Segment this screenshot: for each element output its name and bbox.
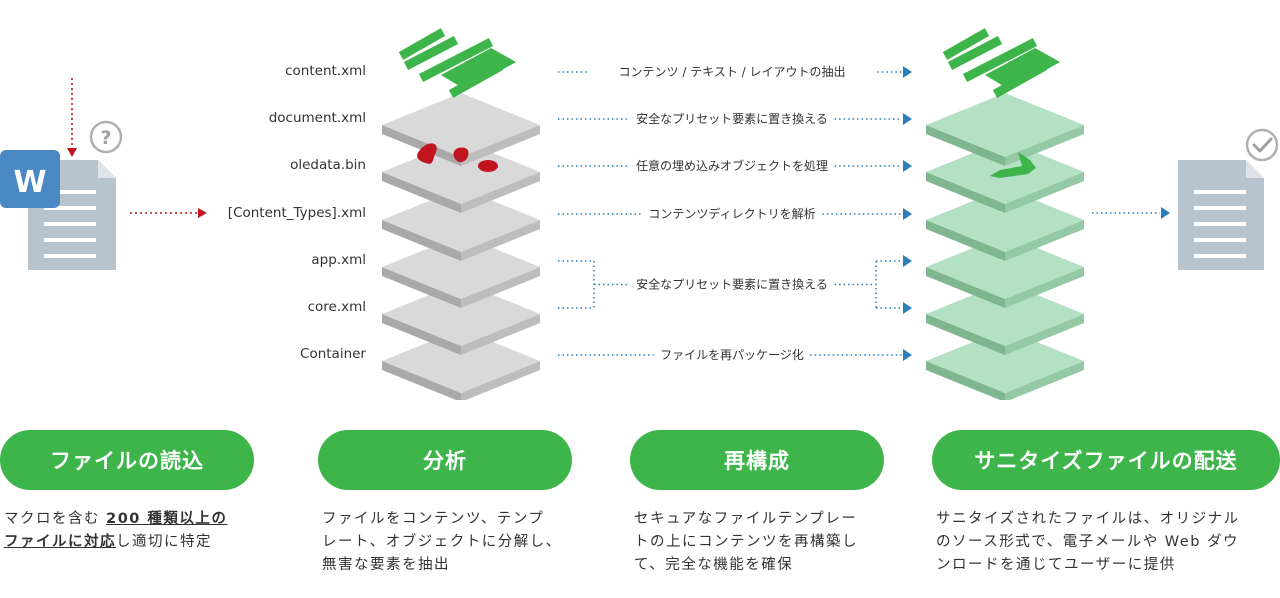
step-title-3: 再構成	[630, 430, 884, 490]
rebuilt-object-shape	[990, 152, 1036, 178]
step-description-3: セキュアなファイルテンプレートの上にコンテンツを再構築して、完全な機能を確保	[634, 511, 858, 573]
action-label: ファイルを再パッケージ化	[660, 348, 804, 362]
layer-label: document.xml	[269, 110, 366, 126]
layer-label: core.xml	[308, 299, 366, 315]
action-label: コンテンツ / テキスト / レイアウトの抽出	[619, 65, 846, 79]
action-arrows: コンテンツ / テキスト / レイアウトの抽出安全なプリセット要素に置き換える任…	[558, 65, 912, 362]
action-row: コンテンツ / テキスト / レイアウトの抽出	[558, 65, 912, 79]
layer-label: Container	[300, 346, 366, 362]
content-stripes	[398, 28, 516, 98]
step-title-1: ファイルの読込	[0, 430, 254, 490]
layer-label: content.xml	[285, 63, 366, 79]
step-description-1: マクロを含む 200 種類以上のファイルに対応し適切に特定	[4, 511, 228, 550]
layer-label: [Content_Types].xml	[228, 205, 366, 221]
grey-layer	[382, 188, 540, 261]
grey-layer	[382, 93, 540, 166]
sanitized-document-icon	[1178, 160, 1264, 270]
svg-text:W: W	[13, 165, 46, 200]
layer-label: oledata.bin	[290, 157, 366, 173]
step-description-4: サニタイズされたファイルは、オリジナルのソース形式で、電子メールや Web ダウ…	[936, 511, 1240, 573]
grey-layer	[382, 282, 540, 355]
green-layer	[926, 329, 1084, 400]
cdr-process-diagram: W? content.xml document.xml oledata.bin [Con…	[0, 28, 1279, 400]
question-icon: ?	[89, 120, 123, 154]
action-label: 任意の埋め込みオブジェクトを処理	[636, 158, 828, 173]
input-arrow-right	[130, 208, 207, 218]
action-label: 安全なプリセット要素に置き換える	[636, 111, 828, 126]
step-description-2: ファイルをコンテンツ、テンプレート、オブジェクトに分解し、無害な要素を抽出	[322, 511, 562, 573]
step-title-2: 分析	[318, 430, 572, 490]
action-row: ファイルを再パッケージ化	[558, 348, 912, 362]
analysis-layer-stack	[382, 28, 540, 400]
ole-object-blobs	[417, 143, 498, 172]
green-layer	[926, 188, 1084, 261]
layer-label: app.xml	[311, 252, 366, 268]
grey-layer	[382, 140, 540, 213]
svg-text:?: ?	[100, 127, 111, 149]
word-icon: W	[0, 150, 60, 208]
green-layer	[926, 235, 1084, 308]
action-row: コンテンツディレクトリを解析	[558, 206, 912, 221]
input-arrow-down	[67, 78, 77, 157]
action-row: 任意の埋め込みオブジェクトを処理	[558, 158, 912, 173]
check-icon	[1245, 128, 1279, 162]
green-layer	[926, 282, 1084, 355]
output-arrow	[1092, 207, 1170, 219]
grey-layer	[382, 235, 540, 308]
content-stripes-rebuilt	[942, 28, 1060, 98]
action-label: 安全なプリセット要素に置き換える	[636, 277, 828, 292]
grey-layer	[382, 329, 540, 400]
action-row-merged: 安全なプリセット要素に置き換える	[558, 255, 912, 314]
action-label: コンテンツディレクトリを解析	[648, 206, 815, 221]
step-title-4: サニタイズファイルの配送	[932, 430, 1280, 490]
action-row: 安全なプリセット要素に置き換える	[558, 111, 912, 126]
rebuild-layer-stack	[926, 28, 1084, 400]
green-layer	[926, 93, 1084, 166]
